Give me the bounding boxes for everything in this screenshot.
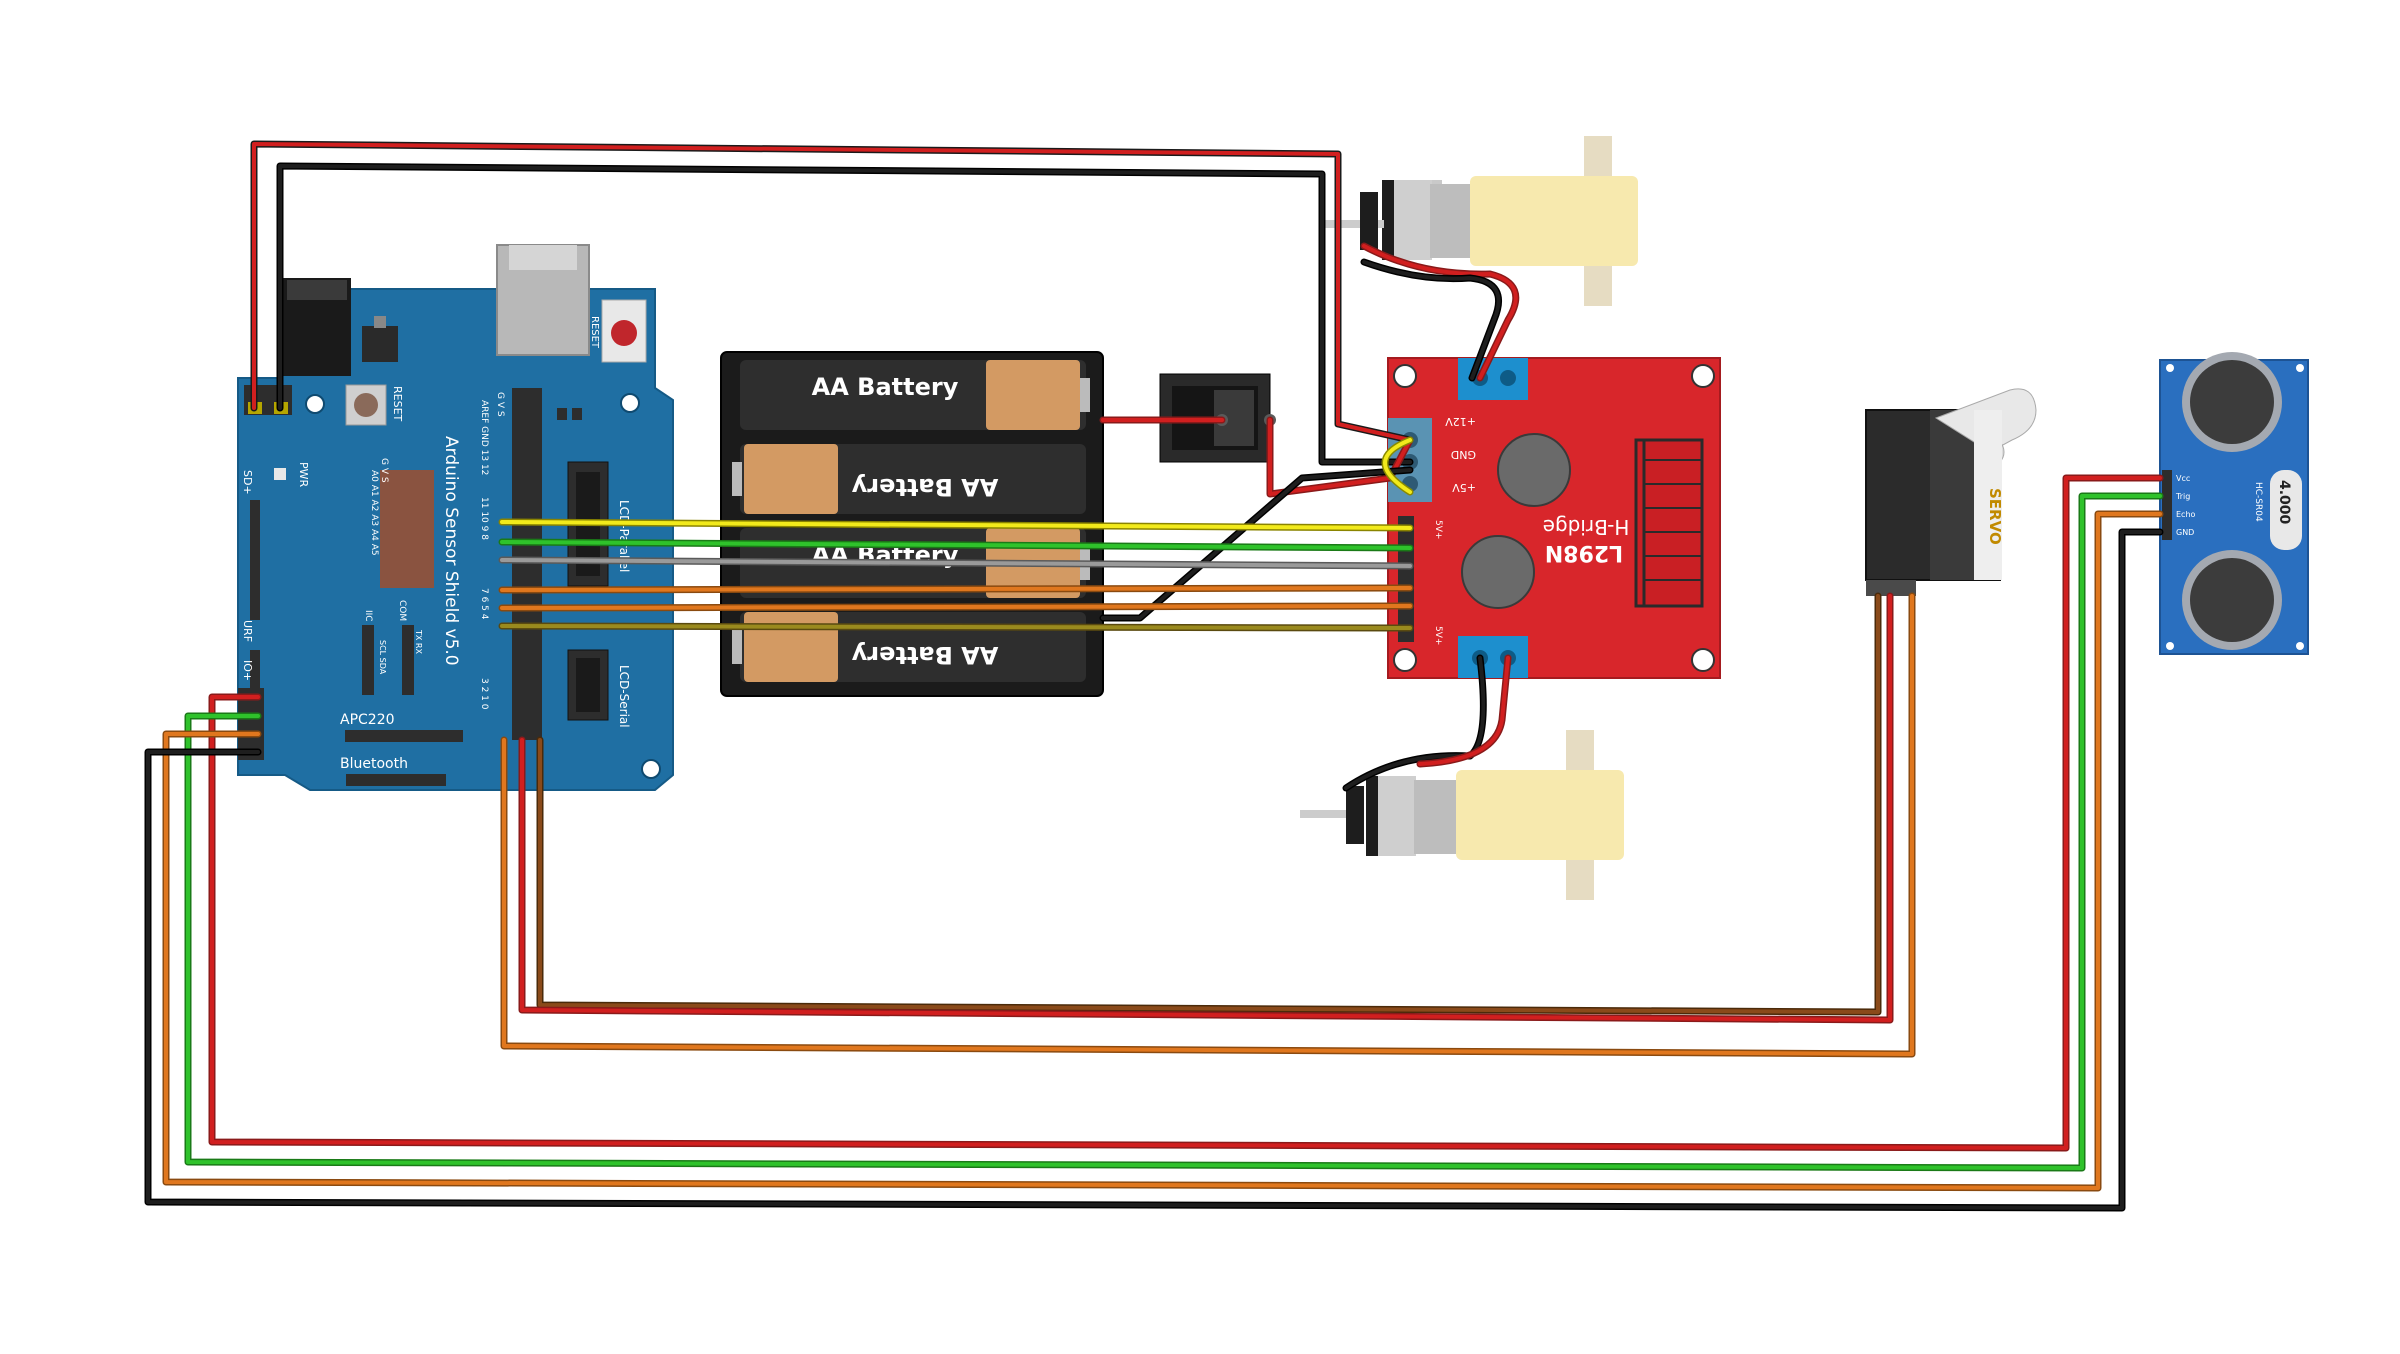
battery-1-label: AA Battery	[812, 373, 959, 401]
lcd-parallel-label: LCD-Parallel	[617, 500, 631, 572]
tx-rx-label: TX RX	[414, 629, 423, 654]
motor-bottom	[1300, 730, 1624, 900]
hbridge-12v-label: +12V	[1445, 415, 1476, 428]
battery-2-label: AA Battery	[851, 473, 998, 501]
hbridge-5v-label: +5V	[1452, 481, 1476, 494]
digital-headers	[512, 388, 542, 740]
sd-label: SD+	[241, 470, 254, 495]
sonar-freq-label: 4.000	[2276, 480, 2292, 525]
pins-mid-label: 7 6 5 4	[479, 588, 489, 620]
hbridge-in-label-2: 5V+	[1433, 626, 1443, 645]
lcd-serial-label: LCD-Serial	[617, 665, 631, 728]
servo-label: SERVO	[1986, 488, 2004, 545]
hc-sr04-sensor: 4.000 HC-SR04 Vcc Trig Echo GND	[2159, 352, 2309, 655]
board-title: Arduino Sensor Shield v5.0	[441, 436, 461, 666]
hbridge-in-label: 5V+	[1433, 520, 1443, 539]
motor-top	[1322, 136, 1638, 306]
battery-4-label: AA Battery	[851, 641, 998, 669]
bluetooth-label: Bluetooth	[340, 756, 408, 772]
sonar-echo-label: Echo	[2176, 510, 2196, 519]
io-plus-label: IO+	[241, 660, 254, 681]
apc220-label: APC220	[340, 712, 395, 728]
analog-label: A0 A1 A2 A3 A4 A5	[369, 470, 379, 556]
gvs-label-analog: G V S	[379, 458, 389, 483]
analog-header	[380, 470, 434, 588]
sonar-gnd-label: GND	[2176, 528, 2194, 537]
pwr-label: PWR	[297, 462, 310, 488]
wires	[144, 140, 2164, 1212]
urf-label: URF	[241, 620, 254, 642]
hbridge-heatsink	[1634, 438, 1704, 608]
reset-side-label: RESET	[391, 386, 404, 422]
pins-top-label: 11 10 9 8	[479, 497, 489, 540]
hbridge-subtitle: H-Bridge	[1543, 515, 1630, 539]
gvs-label-digital: G V S	[495, 392, 505, 417]
aref-label: AREF GND 13 12	[479, 400, 489, 475]
reset-top-label: RESET	[589, 316, 600, 349]
l298n-hbridge: +12V GND +5V 5V+ 5V+ L298N H-Bridge	[1387, 357, 1721, 679]
com-label: COM	[397, 600, 407, 621]
reset-button-top-cap[interactable]	[611, 320, 637, 346]
sonar-trig-label: Trig	[2175, 492, 2190, 501]
sonar-vcc-label: Vcc	[2176, 474, 2190, 483]
hbridge-title: L298N	[1545, 540, 1623, 565]
hbridge-gnd-label: GND	[1451, 448, 1476, 461]
scl-sda-label: SCL SDA	[378, 640, 387, 675]
sonar-model-label: HC-SR04	[2253, 482, 2263, 522]
arduino-sensor-shield: RESET RESET PWR SD+ URF IO+ Arduino Sens…	[237, 244, 674, 791]
servo-motor: SERVO	[1865, 388, 2037, 596]
pins-bot-label: 3 2 1 0	[479, 678, 489, 710]
iic-label: IIC	[363, 610, 373, 622]
